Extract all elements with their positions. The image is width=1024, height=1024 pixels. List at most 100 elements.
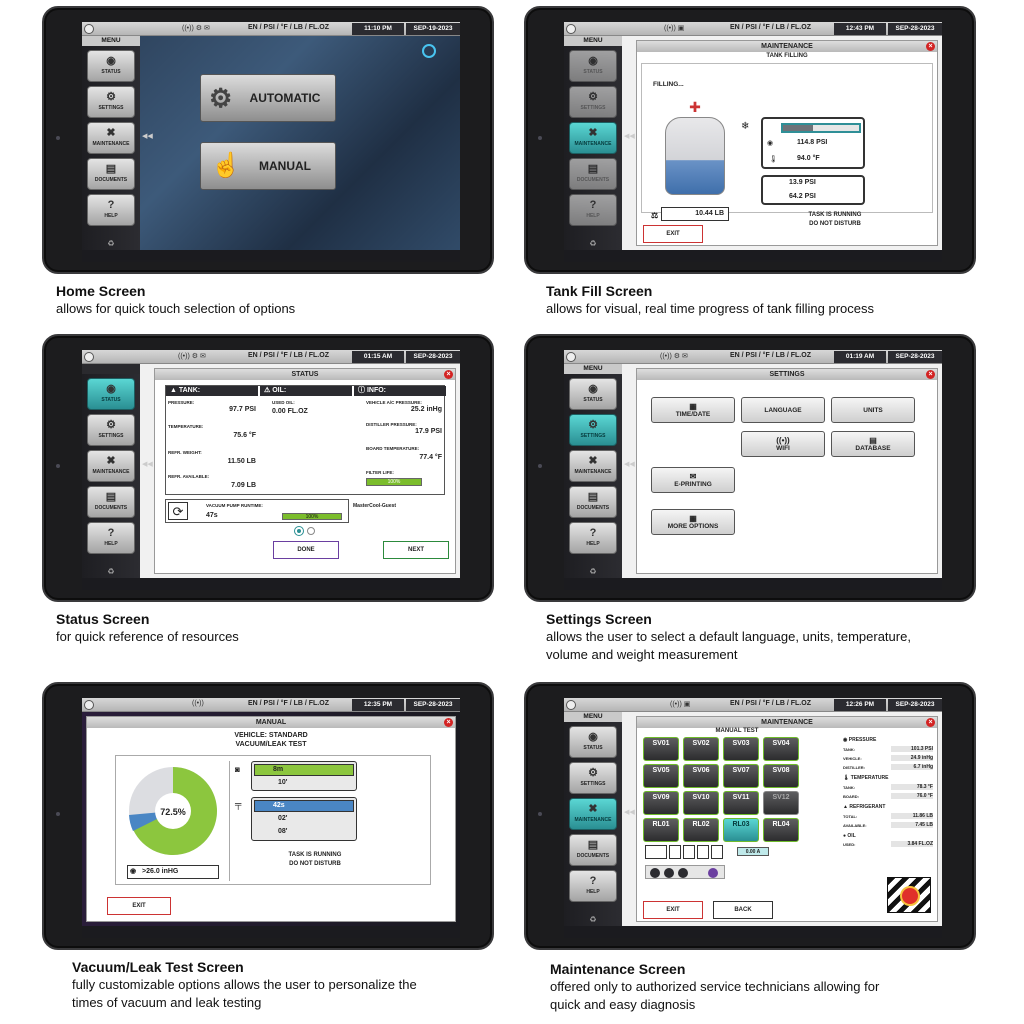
valve-button-sv11[interactable]: SV11: [723, 791, 759, 815]
input-box-4[interactable]: [697, 845, 709, 859]
camera-dot: [56, 812, 60, 816]
sidebar-status-button[interactable]: ◉STATUS: [569, 726, 617, 758]
automatic-button[interactable]: ⚙ AUTOMATIC: [200, 74, 336, 122]
manual-button[interactable]: ☝ MANUAL: [200, 142, 336, 190]
valve-button-sv04[interactable]: SV04: [763, 737, 799, 761]
valve-button-sv06[interactable]: SV06: [683, 764, 719, 788]
caption: Status Screen for quick reference of res…: [56, 610, 496, 646]
next-button[interactable]: NEXT: [383, 541, 449, 559]
valve-button-sv12[interactable]: SV12: [763, 791, 799, 815]
sidebar-maintenance-button[interactable]: ✖MAINTENANCE: [569, 122, 617, 154]
valve-button-sv05[interactable]: SV05: [643, 764, 679, 788]
sidebar-settings-button[interactable]: ⚙SETTINGS: [569, 414, 617, 446]
exit-button[interactable]: EXIT: [107, 897, 171, 915]
valve-button-sv10[interactable]: SV10: [683, 791, 719, 815]
valve-button-sv01[interactable]: SV01: [643, 737, 679, 761]
input-box-3[interactable]: [683, 845, 695, 859]
sidebar-settings-button[interactable]: ⚙SETTINGS: [87, 86, 135, 118]
sidebar-maintenance-button[interactable]: ✖MAINTENANCE: [87, 122, 135, 154]
vehicle-pressure: 24.9 inHg: [891, 755, 933, 761]
valve-button-sv07[interactable]: SV07: [723, 764, 759, 788]
sidebar-documents-button[interactable]: ▤DOCUMENTS: [87, 486, 135, 518]
wifi-button[interactable]: ((•))WIFI: [741, 431, 825, 457]
valve-button-sv08[interactable]: SV08: [763, 764, 799, 788]
back-button[interactable]: BACK: [713, 901, 773, 919]
collapse-arrow-icon[interactable]: ◀◀: [142, 461, 153, 468]
units-label[interactable]: EN / PSI / °F / LB / FL.OZ: [730, 700, 811, 707]
emergency-stop-button[interactable]: [887, 877, 931, 913]
time-display: 01:15 AM: [352, 351, 404, 363]
close-icon[interactable]: ×: [444, 370, 453, 379]
sidebar-settings-button[interactable]: ⚙SETTINGS: [569, 86, 617, 118]
sidebar-documents-button[interactable]: ▤DOCUMENTS: [569, 158, 617, 190]
refrigerant-total: 11.86 LB: [891, 813, 933, 819]
collapse-arrow-icon[interactable]: ◀◀: [624, 461, 635, 468]
close-icon[interactable]: ×: [444, 718, 453, 727]
gears-icon: ⚙: [209, 83, 233, 113]
collapse-arrow-icon[interactable]: ◀◀: [142, 133, 153, 140]
valve-button-sv02[interactable]: SV02: [683, 737, 719, 761]
sidebar-help-button[interactable]: ?HELP: [569, 194, 617, 226]
close-icon[interactable]: ×: [926, 370, 935, 379]
valve-button-rl03[interactable]: RL03: [723, 818, 759, 842]
sidebar-maintenance-button[interactable]: ✖MAINTENANCE: [87, 450, 135, 482]
sidebar-documents-button[interactable]: ▤DOCUMENTS: [569, 486, 617, 518]
power-icon[interactable]: [422, 44, 436, 58]
sidebar-status-button[interactable]: ◉STATUS: [87, 378, 135, 410]
sidebar-settings-button[interactable]: ⚙SETTINGS: [87, 414, 135, 446]
sidebar-maintenance-button[interactable]: ✖MAINTENANCE: [569, 798, 617, 830]
input-box[interactable]: [645, 845, 667, 859]
status-panel: STATUS× ▲ TANK: PRESSURE: 97.7 PSI TEMPE…: [154, 368, 456, 574]
sidebar-settings-button[interactable]: ⚙SETTINGS: [569, 762, 617, 794]
units-label[interactable]: EN / PSI / °F / LB / FL.OZ: [730, 24, 811, 31]
sidebar-status-button[interactable]: ◉STATUS: [87, 50, 135, 82]
page-indicator-active[interactable]: [295, 527, 303, 535]
sidebar-documents-button[interactable]: ▤DOCUMENTS: [87, 158, 135, 190]
sidebar-help-button[interactable]: ?HELP: [569, 870, 617, 902]
units-label[interactable]: EN / PSI / °F / LB / FL.OZ: [248, 24, 329, 31]
exit-button[interactable]: EXIT: [643, 225, 703, 243]
e-printing-button[interactable]: ✉E-PRINTING: [651, 467, 735, 493]
done-button[interactable]: DONE: [273, 541, 339, 559]
input-box-2[interactable]: [669, 845, 681, 859]
menu-label: MENU: [564, 364, 622, 374]
valve-button-sv09[interactable]: SV09: [643, 791, 679, 815]
time-date-button[interactable]: ▦TIME/DATE: [651, 397, 735, 423]
page-indicator[interactable]: [307, 527, 315, 535]
valve-button-rl04[interactable]: RL04: [763, 818, 799, 842]
units-label[interactable]: EN / PSI / °F / LB / FL.OZ: [730, 352, 811, 359]
valve-button-rl01[interactable]: RL01: [643, 818, 679, 842]
valve-button-rl02[interactable]: RL02: [683, 818, 719, 842]
gauge-icon: ◉: [106, 55, 116, 67]
units-label[interactable]: EN / PSI / °F / LB / FL.OZ: [248, 352, 329, 359]
tank-readings: ◉ 114.8 PSI 🌡 94.0 °F: [761, 117, 865, 169]
sidebar: MENU ◉STATUS ⚙SETTINGS ✖MAINTENANCE ▤DOC…: [564, 36, 622, 250]
sidebar-maintenance-button[interactable]: ✖MAINTENANCE: [569, 450, 617, 482]
sidebar-documents-button[interactable]: ▤DOCUMENTS: [569, 834, 617, 866]
units-button[interactable]: UNITS: [831, 397, 915, 423]
close-icon[interactable]: ×: [926, 42, 935, 51]
status-icons: ((•)) ▣: [670, 701, 691, 708]
panel-title: MAINTENANCE×: [637, 41, 937, 52]
database-button[interactable]: ▤DATABASE: [831, 431, 915, 457]
refresh-icon[interactable]: ⟳: [168, 502, 188, 520]
sidebar-status-button[interactable]: ◉STATUS: [569, 50, 617, 82]
valve-button-sv03[interactable]: SV03: [723, 737, 759, 761]
collapse-arrow-icon[interactable]: ◀◀: [624, 133, 635, 140]
gauge-icon: ◉: [767, 140, 774, 147]
sidebar-help-button[interactable]: ?HELP: [87, 522, 135, 554]
sidebar-help-button[interactable]: ?HELP: [87, 194, 135, 226]
more-options-button[interactable]: ▦MORE OPTIONS: [651, 509, 735, 535]
collapse-arrow-icon[interactable]: ◀◀: [624, 809, 635, 816]
close-icon[interactable]: ×: [926, 718, 935, 727]
sidebar-status-button[interactable]: ◉STATUS: [569, 378, 617, 410]
tablet-frame: ((•)) EN / PSI / °F / LB / FL.OZ 12:35 P…: [42, 682, 494, 950]
language-button[interactable]: LANGUAGE: [741, 397, 825, 423]
caption-description-2: volume and weight measurement: [546, 647, 738, 662]
exit-button[interactable]: EXIT: [643, 901, 703, 919]
used-label: USED:: [843, 842, 856, 847]
sidebar-help-button[interactable]: ?HELP: [569, 522, 617, 554]
units-label[interactable]: EN / PSI / °F / LB / FL.OZ: [248, 700, 329, 707]
input-box-5[interactable]: [711, 845, 723, 859]
